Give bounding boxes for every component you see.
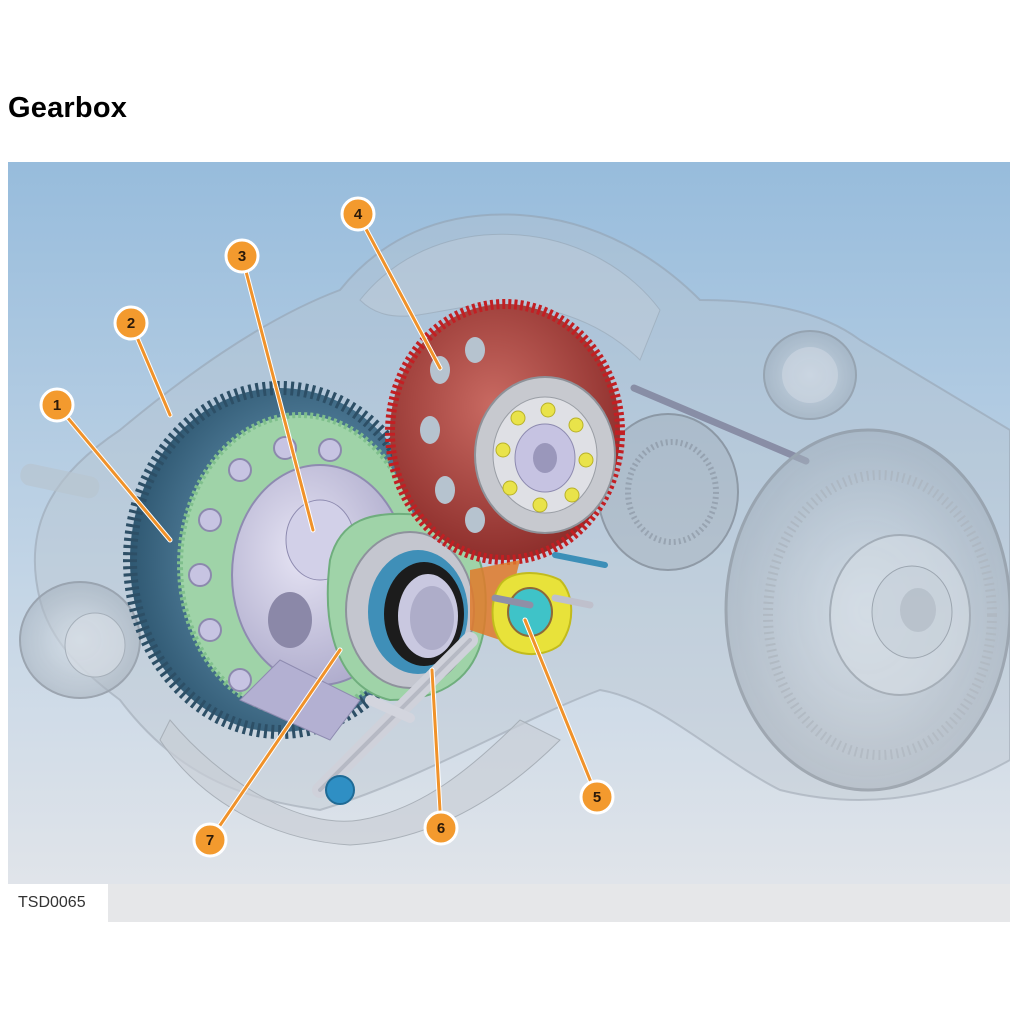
callout-number: 5 xyxy=(593,789,601,806)
leader-line xyxy=(356,212,442,370)
callout-badge xyxy=(224,238,260,274)
leader-line xyxy=(55,403,172,542)
callout-badge xyxy=(192,822,228,858)
callout-number: 3 xyxy=(238,248,246,265)
callout-badge xyxy=(423,810,459,846)
callout-3: 3 xyxy=(224,238,316,533)
page-title: Gearbox xyxy=(8,92,128,124)
gearbox-diagram: 1 2 3 4 5 6 7 xyxy=(8,162,1010,922)
callout-7: 7 xyxy=(192,647,343,858)
callout-badge xyxy=(579,779,615,815)
leader-line xyxy=(240,254,315,532)
callout-6: 6 xyxy=(423,667,459,846)
callout-badge xyxy=(39,387,75,423)
sensor-assembly xyxy=(470,552,608,656)
callout-1: 1 xyxy=(39,387,173,543)
callout-number: 1 xyxy=(53,397,61,414)
callout-4: 4 xyxy=(340,196,443,371)
callout-5: 5 xyxy=(522,617,615,815)
figure-id-text: TSD0065 xyxy=(18,894,86,911)
leader-line xyxy=(430,668,443,830)
callout-badge xyxy=(113,305,149,341)
callout-number: 4 xyxy=(354,206,363,223)
callout-badge xyxy=(340,196,376,232)
callout-number: 7 xyxy=(206,832,214,849)
callout-group: 1 2 3 4 5 6 7 xyxy=(39,196,615,858)
figure-id-label: TSD0065 xyxy=(8,884,108,922)
caption-strip xyxy=(8,884,1010,922)
leader-line xyxy=(208,648,342,842)
leader-line xyxy=(523,618,599,799)
final-drive-gear xyxy=(385,299,625,565)
callout-number: 2 xyxy=(127,315,135,332)
output-bearing-assembly xyxy=(312,512,487,805)
callout-number: 6 xyxy=(437,820,445,837)
callout-2: 2 xyxy=(113,305,173,418)
